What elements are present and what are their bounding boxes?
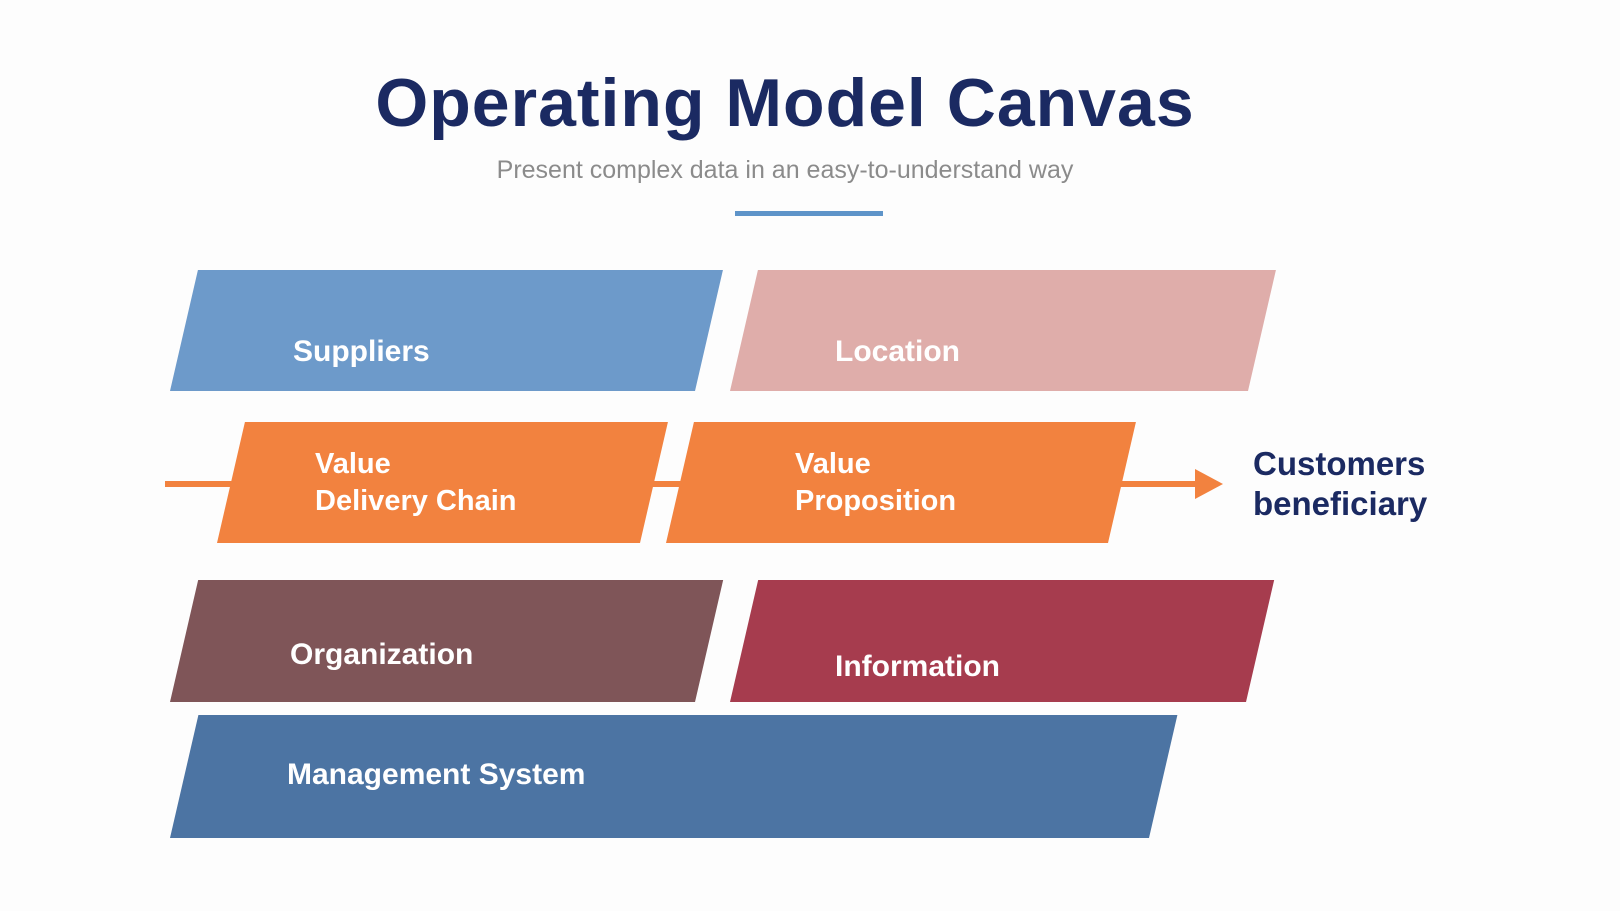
value-delivery-chain-label-line2: Delivery Chain [315, 485, 517, 517]
suppliers-label: Suppliers [293, 335, 430, 368]
value-delivery-chain-label-line1: Value [315, 448, 391, 480]
location-label: Location [835, 335, 960, 368]
information-block [730, 580, 1275, 702]
page-subtitle: Present complex data in an easy-to-under… [496, 156, 1074, 184]
title-divider [735, 211, 883, 216]
value-proposition-label-line2: Proposition [795, 485, 957, 517]
value-flow-arrow-head-icon [1195, 469, 1223, 499]
customers-beneficiary-line2: beneficiary [1253, 485, 1428, 522]
location-block [730, 270, 1276, 391]
customers-beneficiary-line1: Customers [1253, 445, 1426, 482]
organization-label: Organization [290, 638, 474, 671]
value-proposition-label-line1: Value [795, 448, 871, 480]
information-label: Information [835, 650, 1000, 683]
page-title: Operating Model Canvas [375, 65, 1195, 141]
management-system-label: Management System [287, 758, 586, 791]
suppliers-block [170, 270, 723, 391]
